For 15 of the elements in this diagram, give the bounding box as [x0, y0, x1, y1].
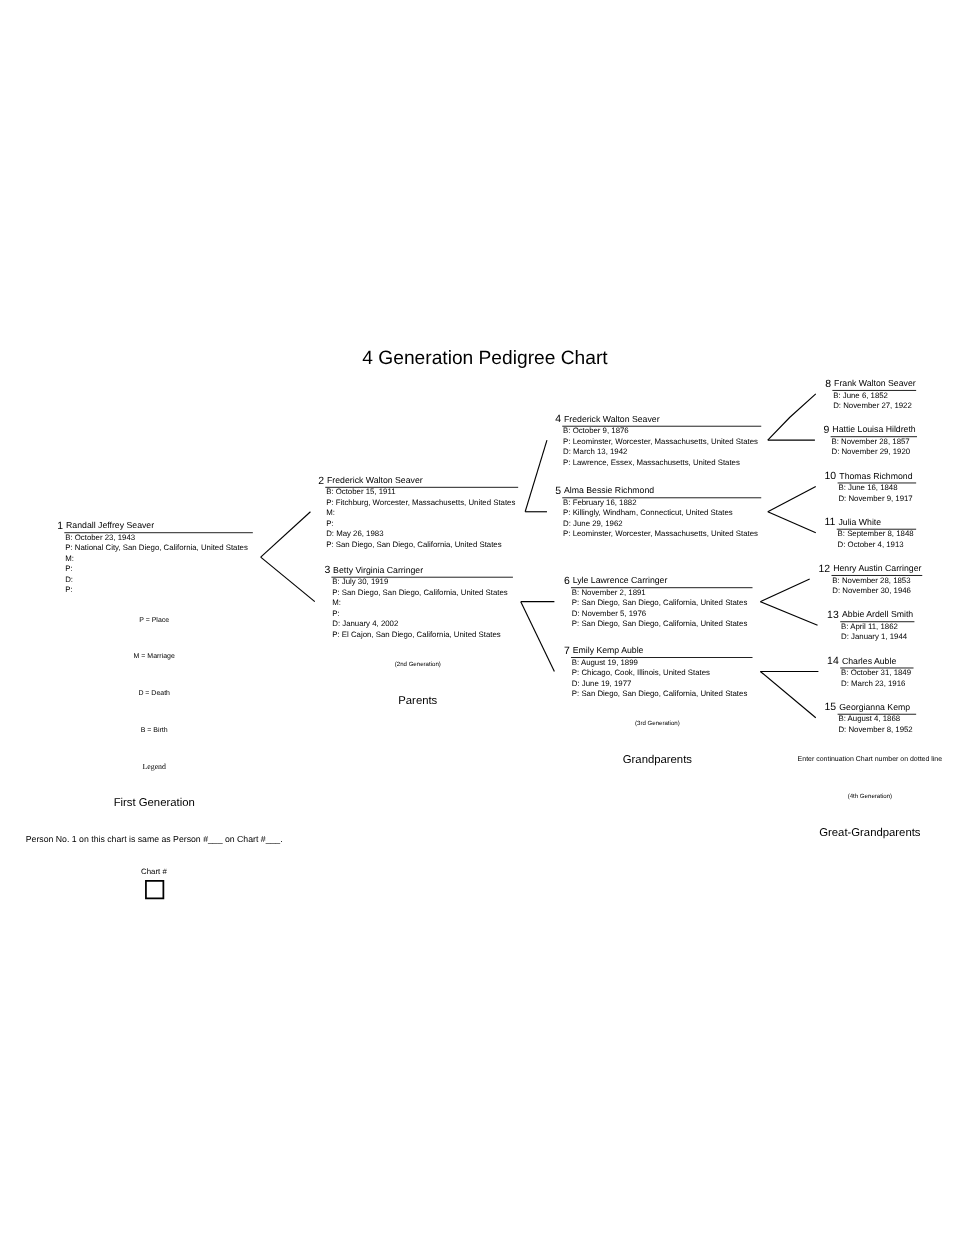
- connector: [759, 601, 819, 626]
- connector: [524, 511, 548, 513]
- connector: [759, 670, 819, 673]
- connector: [767, 439, 816, 441]
- connector: [260, 556, 316, 603]
- diagram-title: 4 Generation Pedigree Chart: [362, 348, 608, 371]
- connector: [260, 511, 311, 558]
- connector: [520, 601, 555, 673]
- connector: [767, 393, 817, 441]
- connector: [759, 578, 811, 603]
- connector: [767, 511, 817, 534]
- connector: [520, 601, 555, 603]
- connector: [767, 485, 817, 513]
- connector: [759, 670, 817, 719]
- connector: [524, 439, 548, 513]
